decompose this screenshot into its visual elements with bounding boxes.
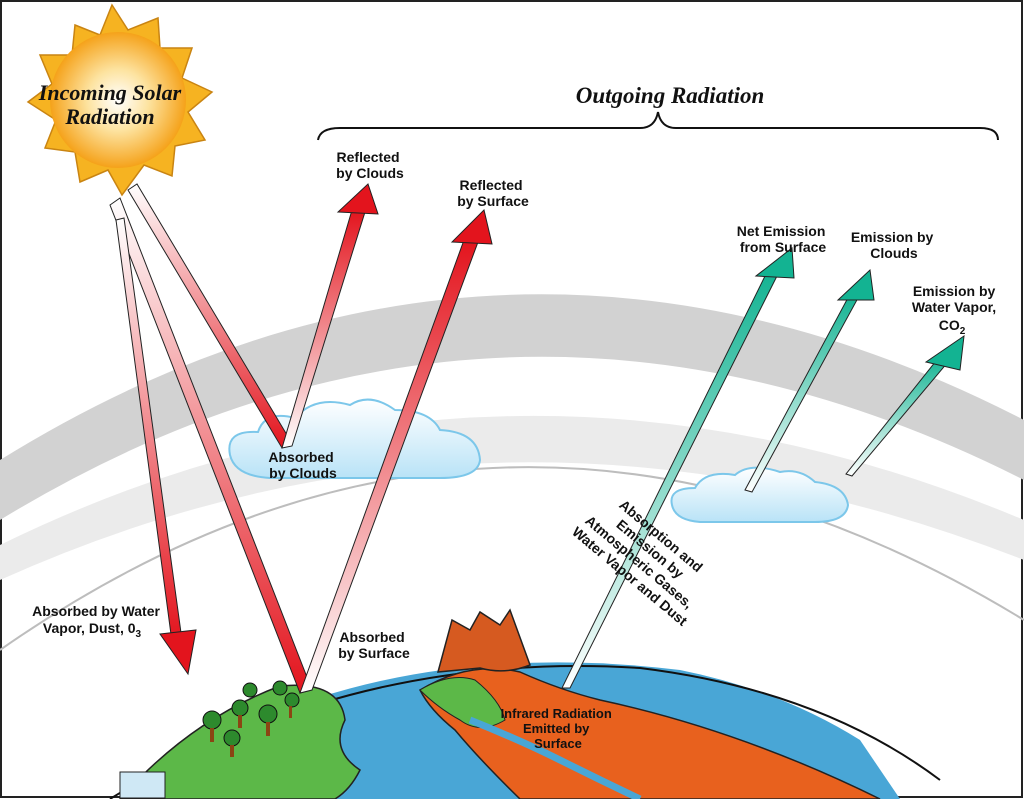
outgoing-label: Outgoing Radiation bbox=[576, 83, 765, 108]
label-reflected-surface: Reflected by Surface bbox=[457, 177, 529, 209]
sun bbox=[26, 3, 214, 197]
trees bbox=[202, 680, 300, 757]
sun-label-line2: Radiation bbox=[64, 104, 154, 129]
arrowhead-absorbed-atmosphere bbox=[159, 629, 197, 676]
atmosphere-boundary bbox=[0, 466, 1024, 651]
arrowhead-reflected-clouds bbox=[336, 183, 379, 215]
sun-label-line1: Incoming Solar bbox=[38, 80, 182, 105]
land-right bbox=[419, 667, 881, 800]
cloud-right bbox=[670, 466, 850, 523]
label-infrared: Infrared Radiation Emitted by Surface bbox=[501, 706, 616, 751]
river bbox=[468, 716, 642, 803]
label-absorbed-water: Absorbed by Water Vapor, Dust, 03 bbox=[32, 603, 164, 640]
outgoing-brace bbox=[317, 111, 999, 141]
label-reflected-clouds: Reflected by Clouds bbox=[336, 149, 404, 181]
upper-atmosphere-band bbox=[0, 294, 1024, 520]
label-absorbed-surface: Absorbed by Surface bbox=[338, 629, 410, 661]
label-emission-water: Emission by Water Vapor, CO2 bbox=[912, 283, 1000, 337]
label-absorbed-clouds: Absorbed by Clouds bbox=[268, 449, 337, 481]
green-strip bbox=[419, 677, 506, 728]
label-net-emission: Net Emission from Surface bbox=[737, 223, 830, 255]
ice-patch bbox=[119, 771, 166, 799]
arrowhead-reflected-surface bbox=[450, 209, 493, 245]
earth bbox=[109, 608, 941, 803]
label-emission-clouds: Emission by Clouds bbox=[851, 229, 937, 261]
arrowhead-net-emission bbox=[754, 247, 795, 279]
arrowhead-emission-clouds bbox=[836, 268, 875, 301]
arrowhead-emission-water bbox=[924, 334, 965, 371]
land-left bbox=[118, 684, 361, 800]
mountain bbox=[436, 608, 531, 673]
